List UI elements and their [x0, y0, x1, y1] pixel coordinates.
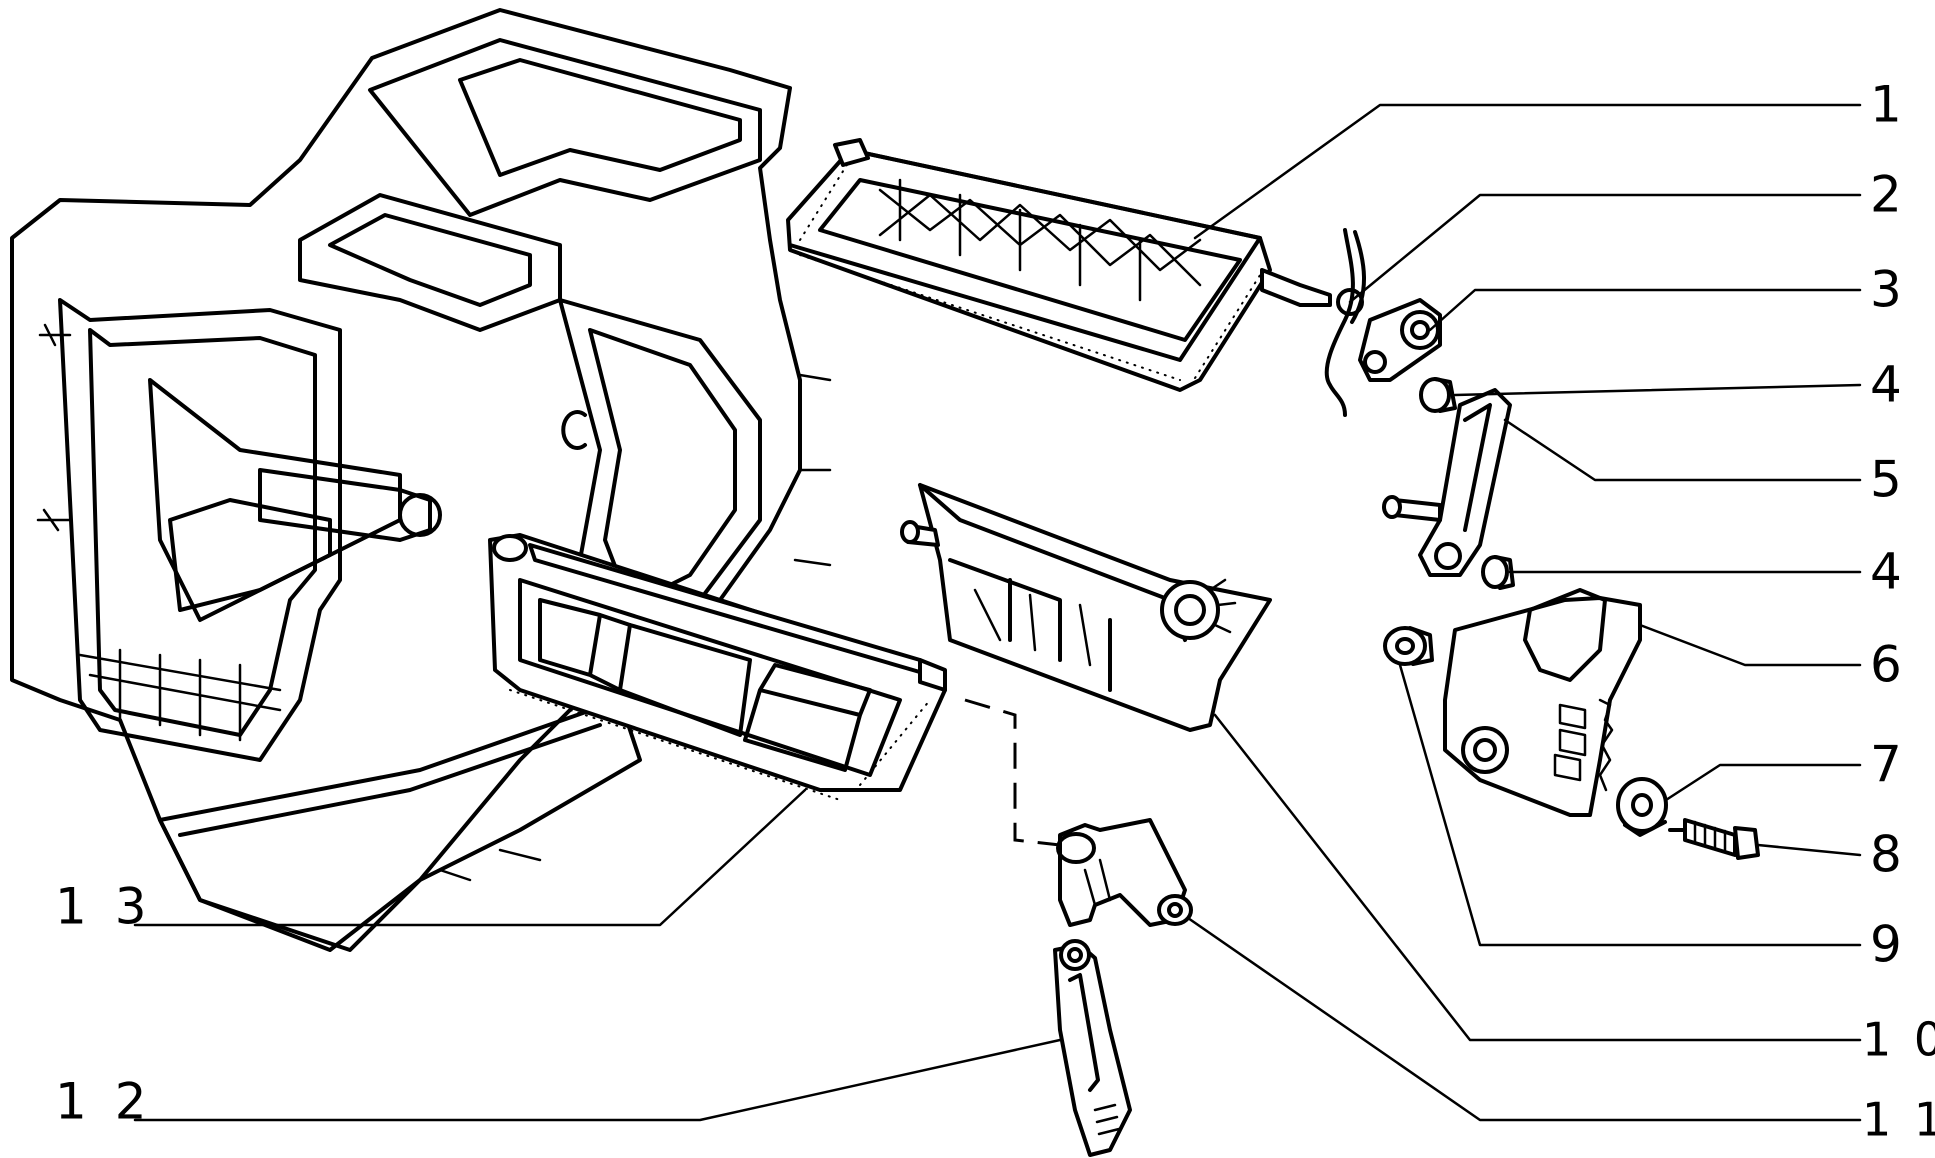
leader-9	[1398, 663, 1862, 947]
part-9-bushing	[1383, 626, 1434, 666]
callout-3: 3	[1870, 261, 1908, 319]
leader-4a	[1453, 383, 1862, 397]
callout-11: 1 1	[1862, 1093, 1935, 1147]
leader-1	[1193, 103, 1862, 240]
leader-3	[1428, 288, 1862, 332]
part-1-upper-flap	[786, 138, 1332, 392]
leader-6	[1638, 623, 1862, 667]
part-11-crank	[1056, 818, 1193, 927]
callout-2: 2	[1870, 166, 1908, 224]
callout-4a: 4	[1870, 356, 1908, 414]
alignment-dash-line	[964, 698, 1061, 847]
callout-12: 1 2	[55, 1073, 153, 1131]
callout-6: 6	[1870, 636, 1908, 694]
part-3-lever	[1358, 298, 1442, 382]
leader-5	[1503, 418, 1862, 482]
part-8-screw	[1668, 818, 1760, 860]
part-13-flap	[488, 533, 947, 801]
callout-7: 7	[1870, 736, 1908, 794]
leader-12	[133, 1038, 1062, 1122]
callout-10: 1 0	[1862, 1013, 1935, 1067]
leader-7	[1664, 763, 1862, 802]
heater-housing	[10, 8, 832, 952]
leader-10	[1213, 713, 1862, 1042]
callout-4b: 4	[1870, 543, 1908, 601]
callout-5: 5	[1870, 451, 1908, 509]
callout-1: 1	[1870, 76, 1908, 134]
leader-lines	[133, 103, 1862, 1122]
part-4-bushing-upper	[1419, 377, 1457, 413]
callout-13: 1 3	[55, 878, 153, 936]
part-2-spring	[1324, 228, 1366, 417]
leader-11	[1186, 916, 1862, 1122]
part-12-lever-arm	[1053, 939, 1132, 1157]
callout-labels: 1 2 3 4 5 4 6 7 8 9 1 0 1 1 1 2 1 3	[55, 76, 1935, 1147]
part-6-gear-plate	[1443, 588, 1642, 817]
part-10-lower-flap	[900, 483, 1272, 732]
part-7-washer	[1616, 777, 1668, 837]
part-5-long-lever	[1382, 388, 1512, 577]
callout-8: 8	[1870, 826, 1908, 884]
part-4-bushing-lower	[1481, 555, 1515, 590]
leader-8	[1756, 843, 1862, 857]
leader-13	[133, 788, 807, 927]
leader-2	[1348, 193, 1862, 304]
callout-9: 9	[1870, 916, 1908, 974]
